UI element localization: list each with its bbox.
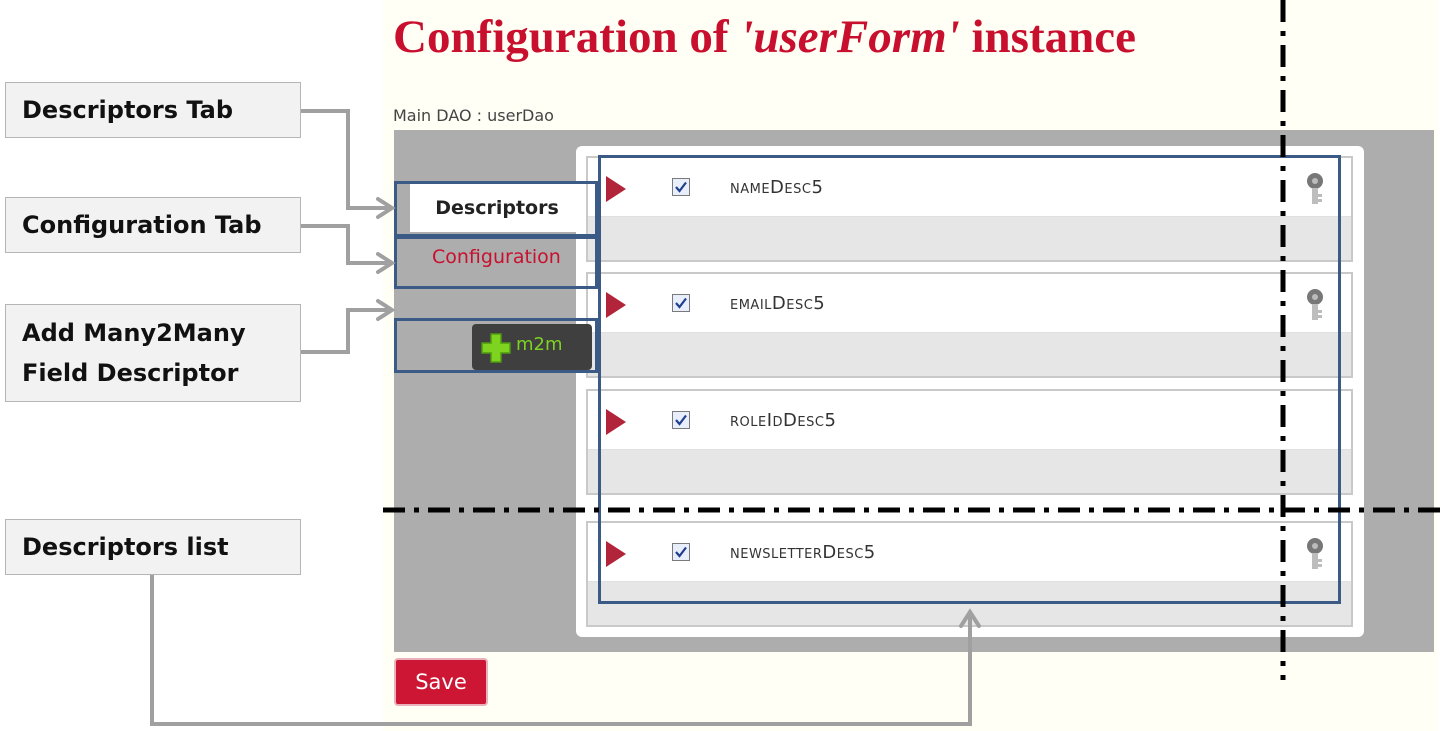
configuration-tab-highlight [394,236,598,289]
key-icon [1307,173,1323,204]
expand-triangle-icon[interactable] [606,176,626,202]
key-icon [1307,289,1323,320]
add-m2m-button[interactable]: m2m [472,324,592,370]
descriptor-label: emailDesc5 [730,293,826,314]
page-title: Configuration of 'userForm' instance [393,11,1136,63]
descriptor-checkbox[interactable] [672,178,690,196]
callout-add-m2m: Add Many2Many Field Descriptor [5,304,301,402]
expand-triangle-icon[interactable] [606,541,626,567]
callout-add-m2m-line2: Field Descriptor [22,359,239,387]
callout-configuration-tab: Configuration Tab [5,197,301,253]
save-button[interactable]: Save [394,658,488,706]
add-m2m-label: m2m [516,334,563,355]
plus-icon [481,333,511,363]
descriptor-label: roleIdDesc5 [730,410,837,431]
main-dao-label: Main DAO : userDao [393,106,554,125]
callout-add-m2m-line1: Add Many2Many [22,319,246,347]
descriptors-tab-highlight [394,181,598,237]
descriptor-checkbox[interactable] [672,411,690,429]
descriptor-checkbox[interactable] [672,294,690,312]
callout-descriptors-tab: Descriptors Tab [5,82,301,138]
descriptor-row: roleIdDesc5 [586,389,1353,495]
expand-triangle-icon[interactable] [606,292,626,318]
tab-descriptors[interactable]: Descriptors [410,184,584,232]
callout-descriptors-list: Descriptors list [5,519,301,575]
descriptors-list-highlight [598,155,1341,604]
descriptor-label: nameDesc5 [730,177,824,198]
tab-configuration[interactable]: Configuration [432,246,561,268]
descriptor-label: newsletterDesc5 [730,542,876,563]
key-icon [1307,538,1323,569]
descriptor-row: emailDesc5 [586,272,1353,378]
m2m-button-highlight [394,318,598,373]
expand-triangle-icon[interactable] [606,409,626,435]
descriptor-checkbox[interactable] [672,543,690,561]
